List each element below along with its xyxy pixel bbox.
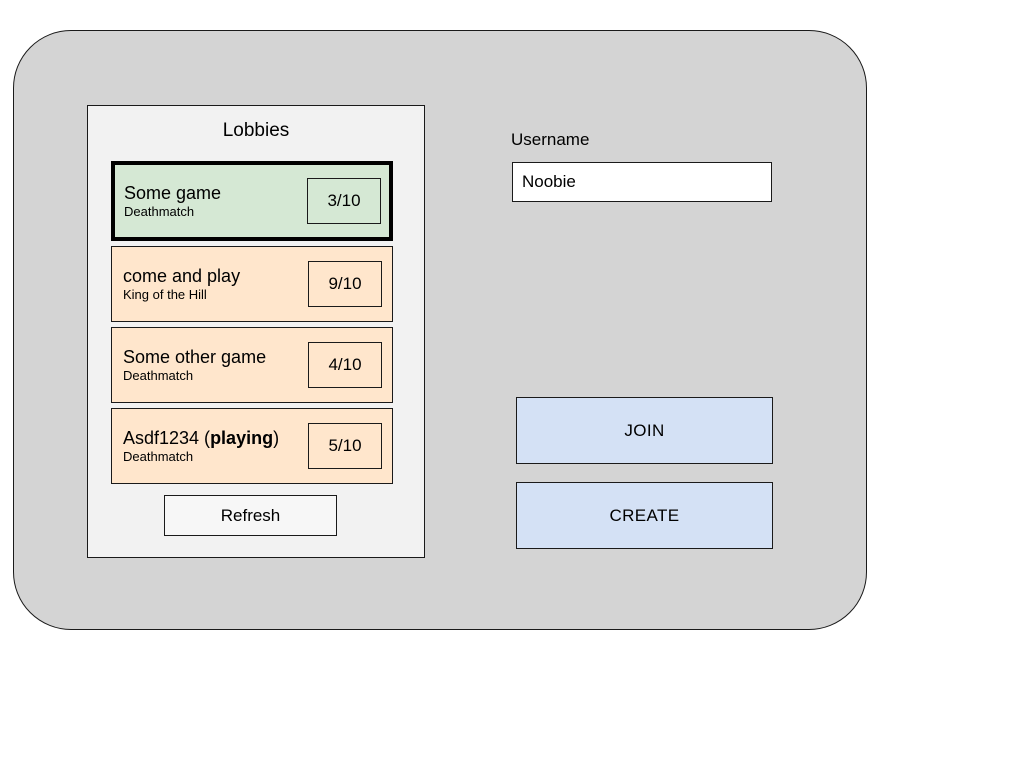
lobby-item-name-prefix: Some other game (123, 347, 267, 367)
lobby-item-name: Asdf1234 (playing) (123, 427, 279, 449)
username-label: Username (511, 130, 590, 149)
lobby-item-name-prefix: Some game (124, 183, 222, 203)
lobby-item-name-prefix: Asdf1234 ( (123, 428, 211, 448)
lobby-item-player-count: 4/10 (308, 342, 382, 388)
lobby-item-mode: Deathmatch (123, 449, 194, 464)
lobby-item-player-count: 5/10 (308, 423, 382, 469)
lobby-item-name-prefix: come and play (123, 266, 241, 286)
join-button[interactable]: JOIN (516, 397, 773, 464)
lobby-item-name: come and play (123, 265, 240, 287)
lobby-item-name-suffix: ) (273, 428, 280, 448)
lobby-item-player-count: 3/10 (307, 178, 381, 224)
lobby-item-mode: Deathmatch (124, 204, 195, 219)
lobbies-panel-title: Lobbies (222, 120, 290, 141)
lobby-item-name-status: playing (210, 428, 274, 448)
lobby-item-name: Some game (124, 182, 221, 204)
create-button[interactable]: CREATE (516, 482, 773, 549)
refresh-button[interactable]: Refresh (164, 495, 337, 536)
username-input[interactable] (512, 162, 772, 202)
lobby-item-player-count: 9/10 (308, 261, 382, 307)
lobby-item-mode: Deathmatch (123, 368, 194, 383)
lobby-item-name: Some other game (123, 346, 266, 368)
lobby-item-mode: King of the Hill (123, 287, 207, 302)
lobby-item-text: Asdf1234 (playing)Deathmatch (123, 427, 279, 465)
